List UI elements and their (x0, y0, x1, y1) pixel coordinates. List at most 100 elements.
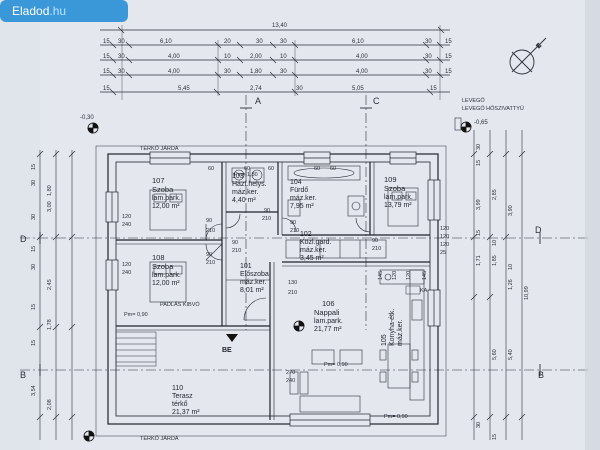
left-dimension-texts: 15 30 3,00 30 1,80 15 30 2,45 15 1,78 15… (31, 164, 53, 410)
room-102-area: 3,45 m² (300, 255, 324, 262)
door-dim-1: 60 (208, 166, 214, 172)
dim-r3-0: 15 (103, 69, 110, 75)
eladod-logo-badge[interactable]: Eladod.hu (0, 0, 128, 22)
dim-r3-7: 30 (425, 69, 432, 75)
door-dim-9: 210 (262, 216, 271, 222)
pavement-top-label: TÉRKŐ JÁRDA (140, 145, 179, 152)
dim-r2-6: 4,00 (356, 54, 368, 60)
north-arrow-icon: E (509, 37, 547, 75)
entrance-label: BE (222, 347, 232, 354)
right-dim-5: 10 (492, 240, 498, 246)
dim-r1-7: 30 (425, 39, 432, 45)
total-width-dim: 13,40 (272, 23, 288, 29)
door-dim-25: 240 (286, 378, 295, 384)
room-110: 110 Terasz térkő 21,37 m² (172, 385, 200, 416)
parapet-3: Pm= 0,90 (384, 414, 408, 420)
parapet-4: Pm= 0,90 (324, 362, 348, 368)
right-dim-0: 30 (476, 144, 482, 150)
pavement-outline (95, 145, 447, 437)
dim-r3-2: 4,00 (168, 69, 180, 75)
door-dim-4: 60 (314, 166, 320, 172)
pavement-bottom-label: TÉRKŐ JÁRDA (140, 435, 179, 442)
room-104-area: 7,95 m² (290, 203, 314, 210)
room-104-num: 104 (290, 179, 302, 186)
room-105-num: 105 (381, 334, 388, 346)
room-101-num: 101 (240, 263, 252, 270)
door-dim-29: 145 (422, 271, 428, 280)
grid-label-a: A (255, 96, 261, 106)
room-105: 105 Konyha-étk. máz.ker. (381, 309, 404, 346)
room-105-name: Konyha-étk. (389, 309, 396, 346)
door-dim-23: 210 (232, 248, 241, 254)
door-dim-16: 90 (206, 252, 212, 258)
entrance-arrow-icon (226, 334, 238, 342)
section-markers (83, 320, 305, 442)
room-102-name: Közl.gard. (300, 239, 332, 246)
room-106-num: 106 (322, 299, 335, 308)
door-dims: 60 60 60 60 60 90 210 90 210 90 210 120 … (122, 166, 449, 420)
room-110-area: 21,37 m² (172, 409, 200, 416)
room-106-name: Nappali (314, 308, 340, 317)
right-dim-12: 10 (508, 264, 514, 270)
dim-r3-4: 1,80 (250, 69, 262, 75)
room-103-num: 103 (232, 173, 244, 180)
room-106: 106 Nappali lam.park. 21,77 m² (314, 299, 343, 333)
room-104-floor: máz.ker. (290, 195, 317, 202)
dim-r3-1: 30 (118, 69, 125, 75)
room-102-floor: máz.ker. (300, 247, 327, 254)
parapet-1: Pm= 1,80 (234, 172, 258, 178)
door-dim-13: 240 (122, 222, 131, 228)
room-108-floor: lam.park. (152, 272, 181, 279)
level-right: -0,65 (474, 120, 488, 126)
padlas-label: PADLÁS KIBVÓ (160, 301, 200, 308)
door-dim-24: 270 (286, 370, 295, 376)
room-107-num: 107 (152, 176, 165, 185)
right-dimension-chains (470, 130, 526, 440)
room-109-name: Szoba (384, 184, 406, 193)
heat-pump-unit (454, 117, 462, 131)
level-marker-left-icon (87, 122, 99, 134)
dim-r4-1: 5,45 (178, 86, 190, 92)
left-dim-12: 2,08 (47, 399, 53, 410)
door-dim-33: 25 (440, 250, 446, 256)
left-dim-0: 15 (31, 164, 37, 170)
badge-suffix: .hu (49, 4, 67, 18)
dim-r2-4: 2,00 (250, 54, 262, 60)
dim-r1-0: 15 (103, 39, 110, 45)
dim-r2-1: 30 (118, 54, 125, 60)
left-dim-5: 15 (31, 246, 37, 252)
left-dim-1: 30 (31, 180, 37, 186)
room-108-area: 12,00 m² (152, 280, 180, 287)
grid-label-c: C (373, 96, 380, 106)
walls (107, 153, 439, 425)
room-109-num: 109 (384, 175, 397, 184)
ka-box (405, 285, 421, 295)
door-dim-10: 90 (290, 220, 296, 226)
right-dim-13: 1,26 (508, 279, 514, 290)
room-101-floor: máz.ker. (240, 279, 267, 286)
parapet-2: Pm= 0,90 (124, 312, 148, 318)
dim-r2-8: 15 (445, 54, 452, 60)
right-dim-4: 3,90 (508, 205, 514, 216)
heat-pump-label: LEVEGŐ (462, 97, 485, 104)
heat-pump-label-2: LEVEGŐ HŐSZIVATTYÚ (462, 105, 524, 112)
room-108-num: 108 (152, 253, 165, 262)
door-swings (205, 213, 371, 321)
left-dim-4: 1,80 (47, 185, 53, 196)
left-dim-7: 2,45 (47, 279, 53, 290)
dim-r4-2: 2,74 (250, 86, 262, 92)
top-dimension-chains (100, 25, 450, 100)
dim-r4-0: 15 (103, 86, 110, 92)
door-dim-20: 90 (372, 238, 378, 244)
room-103-floor: máz.ker. (232, 189, 259, 196)
room-101-name: Előszoba (240, 271, 269, 278)
dim-r1-4: 30 (256, 39, 263, 45)
dim-r2-2: 4,00 (168, 54, 180, 60)
room-109-area: 13,79 m² (384, 202, 412, 209)
door-dim-31: 120 (440, 234, 449, 240)
terrace-steps (115, 331, 157, 367)
room-110-num: 110 (172, 385, 183, 392)
left-dim-6: 30 (31, 264, 37, 270)
room-107: 107 Szoba lam.park. 12,00 m² (152, 176, 181, 210)
right-dim-7: 5,60 (492, 349, 498, 360)
